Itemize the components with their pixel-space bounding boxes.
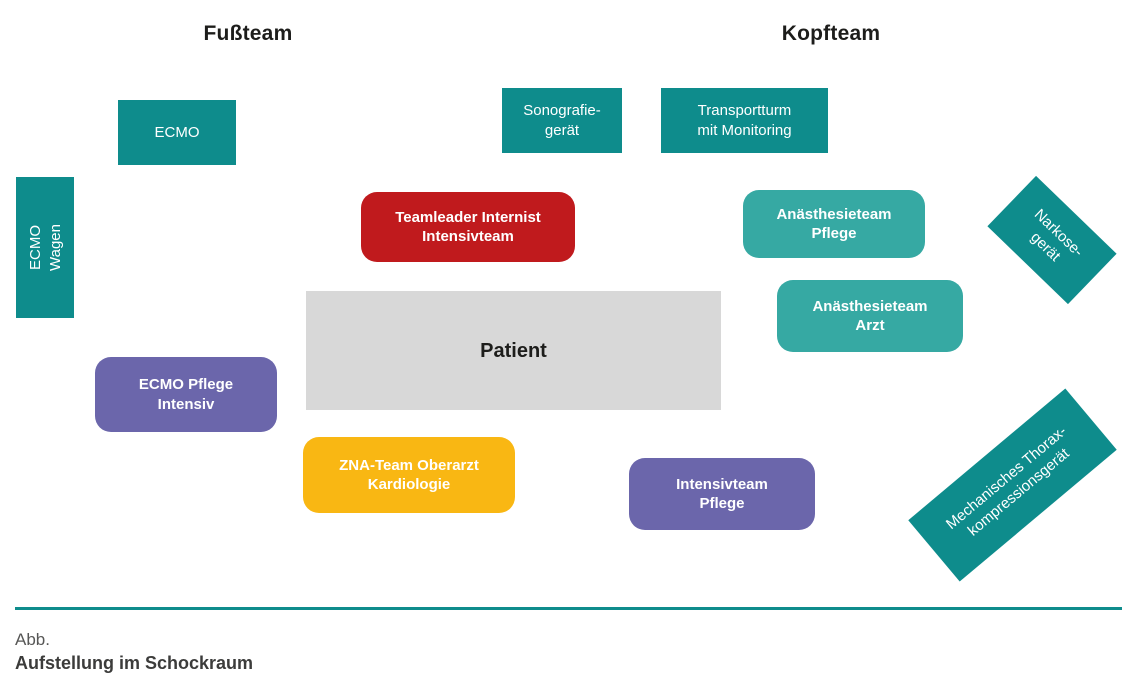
box-thoraxkompressionsgeraet: Mechanisches Thorax- kompressionsgerät <box>908 388 1117 582</box>
box-patient-label: Patient <box>480 339 547 362</box>
box-transportturm: Transportturm mit Monitoring <box>661 88 828 153</box>
box-ecmo-wagen: ECMO Wagen <box>16 177 74 318</box>
box-teamleader-internist: Teamleader Internist Intensivteam <box>361 192 575 262</box>
box-sonografiegeraet-label: Sonografie- gerät <box>523 102 601 139</box>
box-anaesthesieteam-arzt: Anästhesieteam Arzt <box>777 280 963 352</box>
box-teamleader-internist-label: Teamleader Internist Intensivteam <box>395 208 541 246</box>
box-anaesthesieteam-arzt-label: Anästhesieteam Arzt <box>812 297 928 335</box>
box-intensivteam-pflege-label: Intensivteam Pflege <box>676 475 768 513</box>
box-anaesthesieteam-pflege: Anästhesieteam Pflege <box>743 190 925 258</box>
box-ecmo-pflege-intensiv-label: ECMO Pflege Intensiv <box>138 376 234 413</box>
box-thoraxkompressionsgeraet-label: Mechanisches Thorax- kompressionsgerät <box>942 422 1073 540</box>
box-patient: Patient <box>306 291 721 410</box>
box-narkosegeraet: Narkose- gerät <box>987 175 1117 305</box>
caption-title: Aufstellung im Schockraum <box>15 653 254 673</box>
box-ecmo-pflege-intensiv: ECMO Pflege Intensiv <box>95 357 277 432</box>
box-zna-team: ZNA-Team Oberarzt Kardiologie <box>303 437 515 513</box>
box-ecmo-label: ECMO <box>154 123 200 141</box>
caption-divider-line <box>15 607 1122 610</box>
title-fussteam: Fußteam <box>203 22 293 45</box>
title-kopfteam: Kopfteam <box>781 22 881 45</box>
box-transportturm-label: Transportturm mit Monitoring <box>697 102 792 139</box>
box-narkosegeraet-label: Narkose- gerät <box>1027 205 1087 265</box>
box-ecmo-wagen-label: ECMO Wagen <box>26 224 63 271</box>
box-sonografiegeraet: Sonografie- gerät <box>502 88 622 153</box>
box-ecmo: ECMO <box>118 100 236 165</box>
box-intensivteam-pflege: Intensivteam Pflege <box>629 458 815 530</box>
caption-prefix: Abb. <box>15 630 50 649</box>
box-anaesthesieteam-pflege-label: Anästhesieteam Pflege <box>776 205 892 243</box>
box-zna-team-label: ZNA-Team Oberarzt Kardiologie <box>339 456 479 494</box>
